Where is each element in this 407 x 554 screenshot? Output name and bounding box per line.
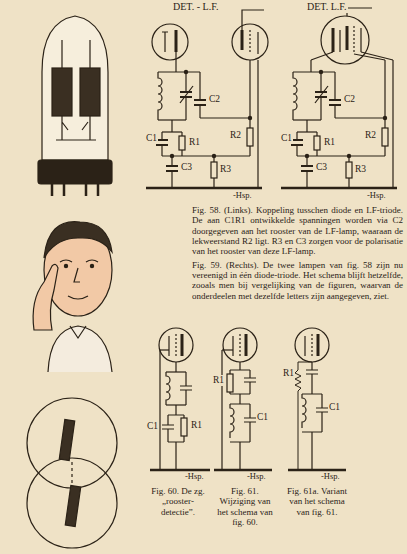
figure-caption: Fig. 59. (Rechts). De twee lampen van fi… [192,260,403,301]
component-label: R1 [212,375,225,386]
component-label: -Hsp. [366,191,387,201]
component-label: -Hsp. [246,472,267,482]
component-label: C1 [145,133,158,144]
component-label: R2 [229,130,242,141]
component-label: R2 [364,130,377,141]
component-label: C2 [208,94,221,105]
component-label: -Hsp. [184,472,205,482]
component-label: -Hsp. [232,191,253,201]
stage-header: DET. - L.F. [172,1,219,13]
component-label: C1 [328,402,341,413]
component-label: R3 [219,164,232,175]
component-label: R3 [354,164,367,175]
figure-caption: Fig. 58. (Links). Koppeling tusschen dio… [192,205,403,257]
component-label: C1 [256,412,269,423]
stage-header: DET. L.F. [306,1,348,13]
component-label: R1 [188,137,201,148]
figure-caption: Fig. 60. De zg. „rooster-detectie”. [146,486,210,517]
component-label: R1 [323,137,336,148]
component-label: -Hsp. [320,472,341,482]
component-label: C3 [315,162,328,173]
component-label: C3 [180,162,193,173]
figure-caption: Fig. 61a. Variant van het schema van fig… [282,486,352,517]
component-label: C1 [280,133,293,144]
figure-caption: Fig. 61. Wijziging van het schema van fi… [214,486,276,527]
component-label: R1 [190,420,203,431]
component-label: C1 [146,421,159,432]
component-label: R1 [282,368,295,379]
component-label: C2 [343,94,356,105]
